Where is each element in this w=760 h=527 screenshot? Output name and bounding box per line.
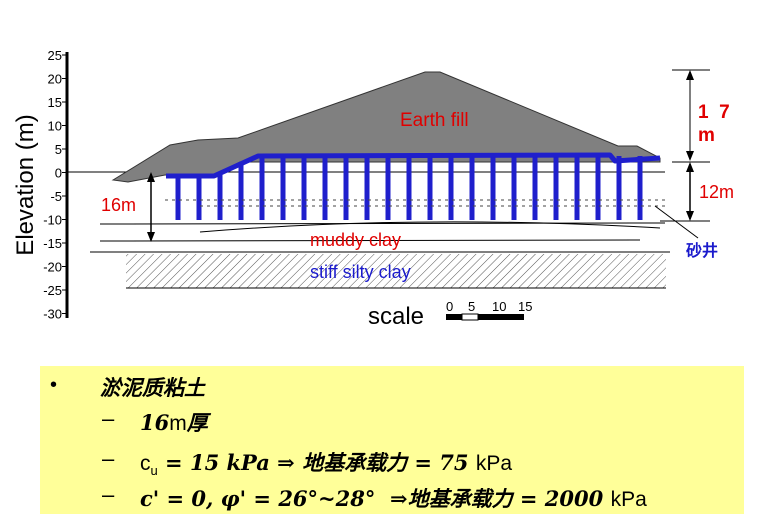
scale-label: scale [368, 303, 424, 330]
dim-17m-label-a: 1 7 [698, 102, 730, 123]
note-item-1-num: 16 [140, 410, 170, 435]
note-item-2-c: c [140, 452, 151, 475]
y-tick-label: -25 [43, 283, 62, 298]
dim-16m-label: 16m [101, 195, 136, 215]
stiff-silty-clay-layer [126, 254, 666, 288]
note-item-3: c' = 0, φ' = 26°~28° ⇒地基承载力 = 2000 kPa [140, 483, 647, 513]
y-tick-label: -10 [43, 213, 62, 228]
note-item-1: 16m厚 [140, 407, 208, 437]
dim-16m-arrow-bottom [147, 232, 155, 242]
layer-lens [199, 221, 661, 233]
muddy-clay-label: muddy clay [310, 230, 401, 250]
scale-tick-label: 0 [446, 299, 453, 314]
scale-tick-label: 10 [492, 299, 506, 314]
dim-12m-arrow-bottom [686, 211, 694, 221]
scale-bar [446, 313, 524, 321]
y-tick-label: 20 [48, 72, 62, 87]
y-tick-label: 25 [48, 48, 62, 63]
dim-17m-label-b: m [698, 125, 715, 146]
dim-16m-arrow-top [147, 172, 155, 182]
note-item-2-unit: kPa [475, 452, 513, 475]
sand-drain-label: 砂井 [686, 241, 718, 260]
layer-line-2 [99, 239, 641, 242]
y-tick-label: -5 [50, 189, 62, 204]
dim-12m-label: 12m [699, 182, 734, 202]
y-tick-label: -20 [43, 260, 62, 275]
bullet-dot: • [50, 374, 58, 396]
note-item-3-unit: kPa [610, 488, 647, 511]
y-tick-label: 5 [55, 142, 62, 157]
scale-tick-label: 5 [468, 299, 475, 314]
note-item-2: cu = 15 kPa ⇒ 地基承载力 = 75 kPa [140, 447, 512, 478]
note-item-2-text: = 15 kPa ⇒ 地基承载力 = 75 [157, 450, 476, 475]
y-axis-ticks: 25 20 15 10 5 0 -5 -10 -15 -20 -25 -30 [43, 48, 67, 322]
earth-fill-label: Earth fill [400, 110, 469, 131]
y-tick-label: -30 [43, 307, 62, 322]
y-axis-label: Elevation (m) [12, 114, 39, 255]
y-tick-label: 0 [55, 166, 62, 181]
y-tick-label: 15 [48, 95, 62, 110]
sand-drain-leader [654, 205, 699, 239]
drainage-blanket [166, 152, 661, 179]
y-tick-label: 10 [48, 119, 62, 134]
notes-title: 淤泥质粘土 [100, 375, 205, 400]
sand-drains [175, 156, 643, 220]
note-item-2-sub: u [150, 463, 158, 479]
y-tick-label: -15 [43, 236, 62, 251]
note-item-3-text: c' = 0, φ' = 26°~28° ⇒地基承载力 = 2000 [140, 486, 611, 511]
dim-17m-arrow-bottom [686, 151, 694, 161]
dash-1: – [102, 406, 115, 431]
dim-17m-arrow-top [686, 70, 694, 80]
scale-tick-label: 15 [518, 299, 532, 314]
dash-2: – [102, 446, 115, 471]
dim-12m-arrow-top [686, 162, 694, 172]
layer-line-1 [99, 222, 666, 225]
note-item-1-suffix: 厚 [186, 410, 208, 435]
dash-3: – [102, 482, 115, 507]
notes-panel: • 淤泥质粘土 – 16m厚 – cu = 15 kPa ⇒ 地基承载力 = 7… [40, 366, 744, 514]
stiff-silty-clay-label: stiff silty clay [310, 262, 411, 282]
note-item-1-unit: m [169, 412, 187, 435]
